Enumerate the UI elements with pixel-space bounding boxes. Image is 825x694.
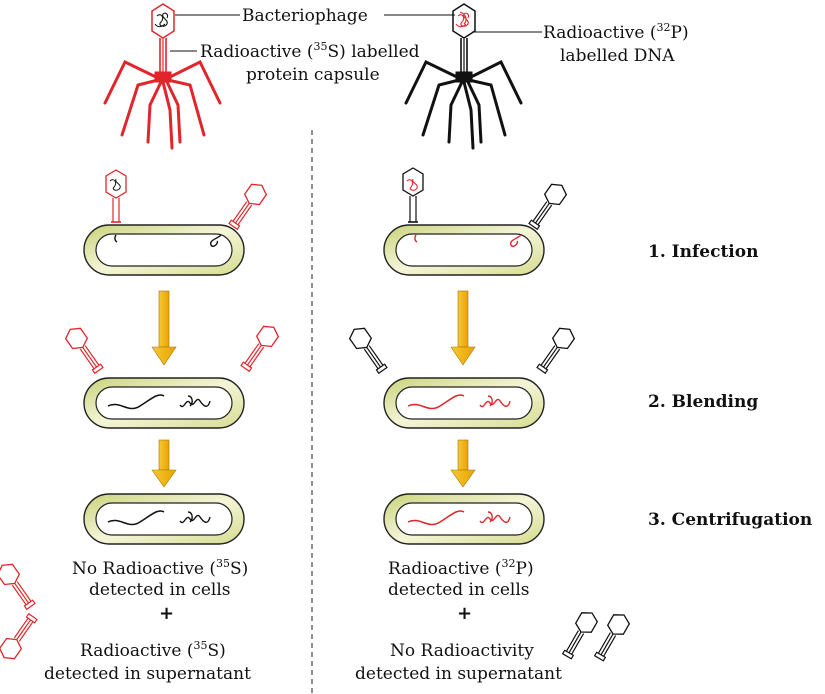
- result-right-cells-line1: Radioactive (32P): [388, 557, 534, 579]
- result-right-super-line2: detected in supernatant: [355, 664, 562, 684]
- phage-left-blending-1: [62, 323, 107, 377]
- plus-left: +: [159, 603, 174, 624]
- label-s35-protein-line2: protein capsule: [246, 65, 380, 85]
- leader-lines: [170, 14, 542, 52]
- result-left-super-line2: detected in supernatant: [44, 664, 251, 684]
- cell-right-blending: [383, 377, 545, 429]
- phage-right-infection-1: [402, 167, 424, 223]
- cell-left-centrifugation: [83, 493, 245, 545]
- step-blending: 2. Blending: [648, 392, 758, 412]
- phage-right-blending-1: [346, 323, 391, 377]
- label-p32-dna-line1: Radioactive (32P): [543, 21, 689, 43]
- result-left-cells-line1: No Radioactive (35S): [72, 557, 248, 579]
- phage-left-infection-2: [225, 179, 270, 233]
- arrow-left-1: [151, 290, 177, 366]
- label-p32-dna-line2: labelled DNA: [560, 46, 675, 66]
- phage-left-supernatant-2: [0, 559, 39, 613]
- result-right-cells-line2: detected in cells: [388, 580, 530, 600]
- cell-right-infection: [383, 224, 545, 276]
- result-left-cells-line2: detected in cells: [89, 580, 231, 600]
- result-left-super-line1: Radioactive (35S): [80, 639, 226, 661]
- step-infection: 1. Infection: [648, 242, 758, 262]
- arrow-right-2: [450, 439, 476, 488]
- phage-left-supernatant-1: [0, 610, 41, 664]
- phage-right-supernatant-2: [590, 609, 633, 664]
- cell-left-blending: [83, 377, 245, 429]
- phage-p32-large: [404, 3, 523, 150]
- cell-left-infection: [83, 224, 245, 276]
- phage-s35-large: [103, 3, 222, 150]
- result-right-super-line1: No Radioactivity: [390, 641, 534, 661]
- plus-right: +: [457, 603, 472, 624]
- cell-right-centrifugation: [383, 493, 545, 545]
- phage-right-supernatant-1: [558, 607, 601, 662]
- arrow-left-2: [151, 439, 177, 488]
- phage-left-blending-2: [237, 321, 282, 375]
- label-bacteriophage: Bacteriophage: [242, 6, 368, 26]
- phage-right-infection-2: [525, 179, 570, 233]
- arrow-right-1: [450, 290, 476, 366]
- step-centrifugation: 3. Centrifugation: [648, 510, 812, 530]
- phage-right-blending-2: [533, 323, 578, 377]
- phage-left-infection-1: [105, 169, 127, 223]
- label-s35-protein-line1: Radioactive (35S) labelled: [200, 40, 420, 62]
